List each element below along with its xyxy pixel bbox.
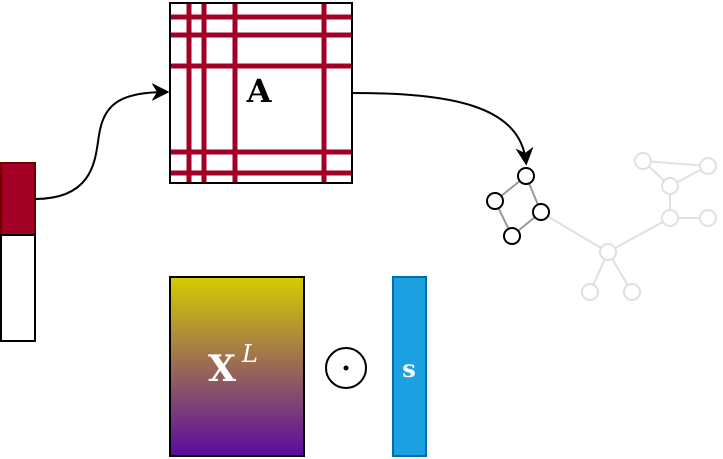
graph-node (486, 192, 504, 210)
vector-s-label: s (402, 354, 416, 383)
graph-active (486, 167, 550, 245)
matrix-x: X L (169, 276, 305, 457)
arrow-vector-to-matrix (34, 83, 170, 200)
input-vector (0, 162, 36, 342)
graph-node (532, 203, 550, 221)
matrix-x-label: X (208, 348, 236, 390)
matrix-a-label: A (246, 72, 273, 110)
graph-node (517, 167, 535, 185)
matrix-a: A (169, 2, 353, 184)
graph-node (503, 227, 521, 245)
arrow-matrix-to-graph (351, 92, 534, 166)
graph-faded (539, 152, 717, 301)
matrix-x-superscript: L (241, 340, 258, 368)
vector-s: s (392, 276, 427, 457)
hadamard-operator (325, 347, 367, 389)
